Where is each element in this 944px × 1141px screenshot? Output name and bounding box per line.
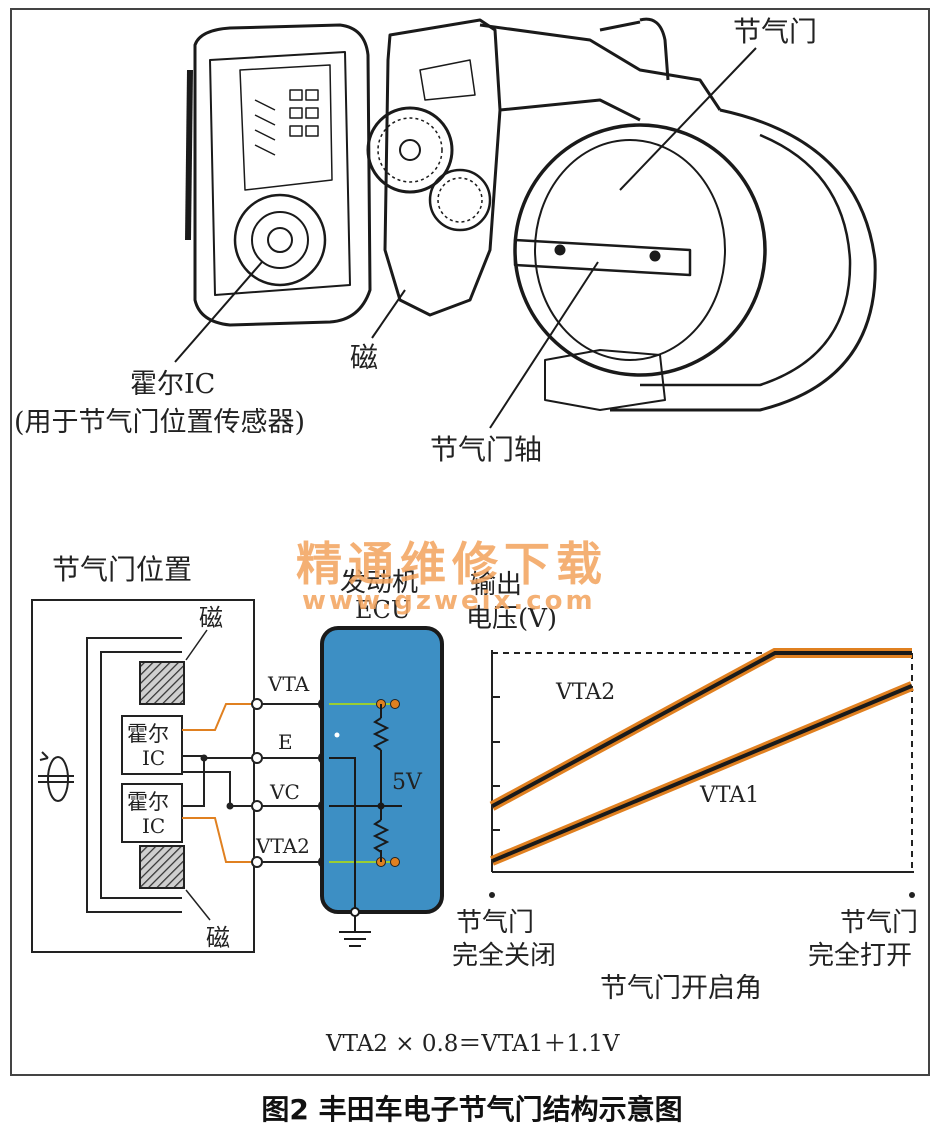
magnet-lower: [139, 845, 185, 889]
ecu-label-2: ECU: [355, 596, 412, 624]
magnet-label-upper: 磁: [199, 604, 223, 632]
throttle-label: 节气门: [733, 15, 818, 48]
figure-caption: 图2 丰田车电子节气门结构示意图: [261, 1093, 683, 1126]
pin-vta: VTA: [268, 672, 310, 696]
ecu-volt-label: 5V: [392, 770, 422, 795]
hall-ic-lower-label-2: IC: [142, 814, 166, 838]
y-axis-label-2: 电压(V): [466, 604, 558, 634]
series-line-vta1: [491, 684, 913, 863]
series-label-vta2: VTA2: [556, 680, 616, 705]
series-line-vta2: [491, 651, 912, 809]
watermark-line1: 精通维修下载: [296, 537, 608, 591]
hall-ic-upper-label-1: 霍尔: [127, 722, 169, 746]
hall-ic-lower-label-1: 霍尔: [127, 790, 169, 814]
x-right-label-2: 完全打开: [808, 941, 913, 971]
y-axis-label-1: 输出: [470, 570, 523, 600]
pin-e: E: [278, 730, 293, 754]
hall-ic-upper: [121, 715, 183, 775]
hall-ic-lower: [121, 783, 183, 843]
sensor-schematic: [31, 599, 915, 953]
x-axis-label: 节气门开启角: [600, 973, 762, 1004]
magnet-label-top: 磁: [350, 341, 379, 374]
hall-ic-note: (用于节气门位置传感器): [14, 407, 306, 438]
ecu-label-1: 发动机: [340, 568, 419, 598]
throttle-illustration: [174, 17, 877, 429]
hall-ic-label: 霍尔IC: [130, 369, 216, 400]
x-right-label-1: 节气门: [840, 908, 919, 938]
watermark-line2: www.gzweix.com: [302, 586, 596, 616]
magnet-label-lower: 磁: [206, 924, 230, 952]
magnet-upper: [139, 661, 185, 705]
position-sensor-title: 节气门位置: [52, 553, 193, 586]
formula: VTA2 × 0.8＝VTA1＋1.1V: [326, 1031, 620, 1057]
x-left-label-1: 节气门: [456, 908, 535, 938]
pin-vta2: VTA2: [256, 834, 310, 858]
x-left-label-2: 完全关闭: [452, 941, 557, 971]
hall-ic-upper-label-2: IC: [142, 746, 166, 770]
series-label-vta1: VTA1: [700, 783, 760, 808]
throttle-shaft-label: 节气门轴: [430, 433, 543, 466]
pin-vc: VC: [270, 780, 300, 804]
